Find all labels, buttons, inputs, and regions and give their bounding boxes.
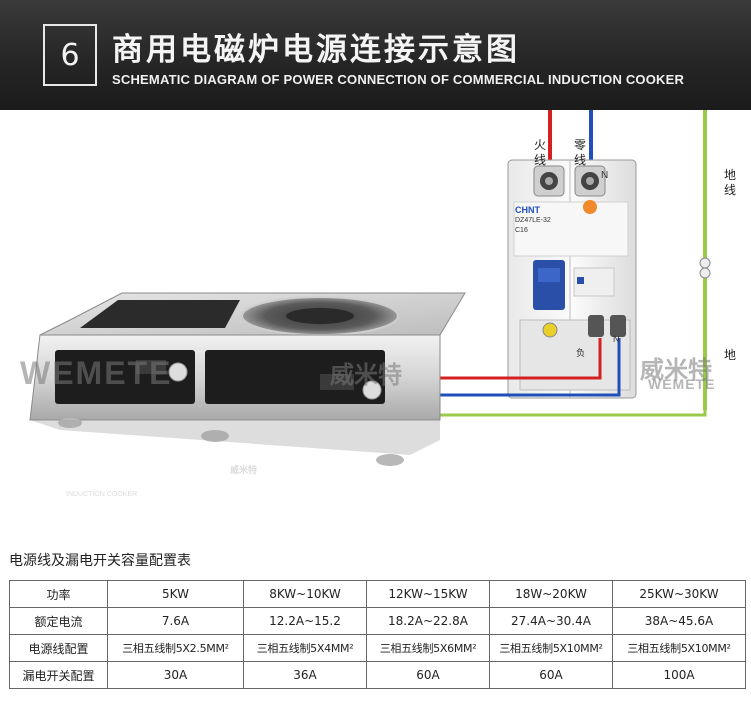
watermark-right-en: WEMETE bbox=[648, 376, 716, 392]
table-cell: 38A~45.6A bbox=[612, 607, 746, 635]
table-cell: 18W~20KW bbox=[489, 580, 613, 608]
table-cell: 27.4A~30.4A bbox=[489, 607, 613, 635]
row-header-cell: 漏电开关配置 bbox=[9, 661, 108, 689]
neutral-wire-label: 零线 bbox=[573, 138, 586, 167]
section-number: 6 bbox=[43, 24, 97, 86]
table-cell: 三相五线制5X10MM² bbox=[489, 634, 613, 662]
table-cell: 8KW~10KW bbox=[243, 580, 367, 608]
breaker-model: DZ47LE-32 bbox=[515, 217, 551, 224]
page-subtitle: SCHEMATIC DIAGRAM OF POWER CONNECTION OF… bbox=[112, 72, 685, 87]
table-cell: 三相五线制5X2.5MM² bbox=[107, 634, 244, 662]
breaker-live-bottom: 负 bbox=[576, 349, 586, 359]
table-cell: 60A bbox=[489, 661, 613, 689]
page-title: 商用电磁炉电源连接示意图 bbox=[112, 32, 520, 68]
neutral-wire-top bbox=[589, 110, 593, 182]
load-wires bbox=[430, 338, 707, 417]
cooker-brand: 威米特 bbox=[230, 466, 258, 476]
live-wire-top bbox=[548, 110, 552, 182]
breaker-brand: CHNT bbox=[515, 205, 540, 215]
table-cell: 100A bbox=[612, 661, 746, 689]
leakage-breaker bbox=[507, 159, 637, 399]
induction-cooker bbox=[29, 292, 466, 466]
live-wire-label: 火线 bbox=[533, 138, 546, 167]
row-header-cell: 电源线配置 bbox=[9, 634, 108, 662]
header-banner: 6 商用电磁炉电源连接示意图 SCHEMATIC DIAGRAM OF POWE… bbox=[0, 0, 751, 110]
breaker-n-top: N bbox=[601, 170, 609, 181]
table-cell: 36A bbox=[243, 661, 367, 689]
breaker-rating: C16 bbox=[515, 227, 528, 234]
watermark-left-en: WEMETE bbox=[20, 355, 173, 391]
illustration-svg bbox=[29, 110, 711, 466]
table-cell: 三相五线制5X6MM² bbox=[366, 634, 490, 662]
table-cell: 12KW~15KW bbox=[366, 580, 490, 608]
table-title: 电源线及漏电开关容量配置表 bbox=[9, 553, 191, 569]
ground-wire-label-2: 地 bbox=[723, 348, 736, 362]
table-cell: 7.6A bbox=[107, 607, 244, 635]
row-header-cell: 额定电流 bbox=[9, 607, 108, 635]
watermark-right-cn: 威米特 bbox=[640, 357, 712, 384]
table-cell: 12.2A~15.2 bbox=[243, 607, 367, 635]
table-cell: 三相五线制5X4MM² bbox=[243, 634, 367, 662]
breaker-n-bottom: N bbox=[613, 334, 620, 344]
ground-clip-2 bbox=[699, 267, 711, 279]
table-cell: 60A bbox=[366, 661, 490, 689]
ground-clip-1 bbox=[699, 257, 711, 269]
row-header-cell: 功率 bbox=[9, 580, 108, 608]
table-cell: 30A bbox=[107, 661, 244, 689]
cooker-text: INDUCTION COOKER bbox=[66, 491, 138, 498]
connection-illustration: 火线 零线 地线 地 CHNT DZ47LE-32 C16 N N 负 威米特 … bbox=[0, 110, 751, 510]
watermark-mid-cn: 威米特 bbox=[330, 362, 402, 389]
table-cell: 18.2A~22.8A bbox=[366, 607, 490, 635]
supply-wires bbox=[548, 110, 711, 410]
table-cell: 5KW bbox=[107, 580, 244, 608]
table-cell: 25KW~30KW bbox=[612, 580, 746, 608]
ground-wire-label: 地线 bbox=[723, 168, 736, 197]
table-cell: 三相五线制5X10MM² bbox=[612, 634, 746, 662]
